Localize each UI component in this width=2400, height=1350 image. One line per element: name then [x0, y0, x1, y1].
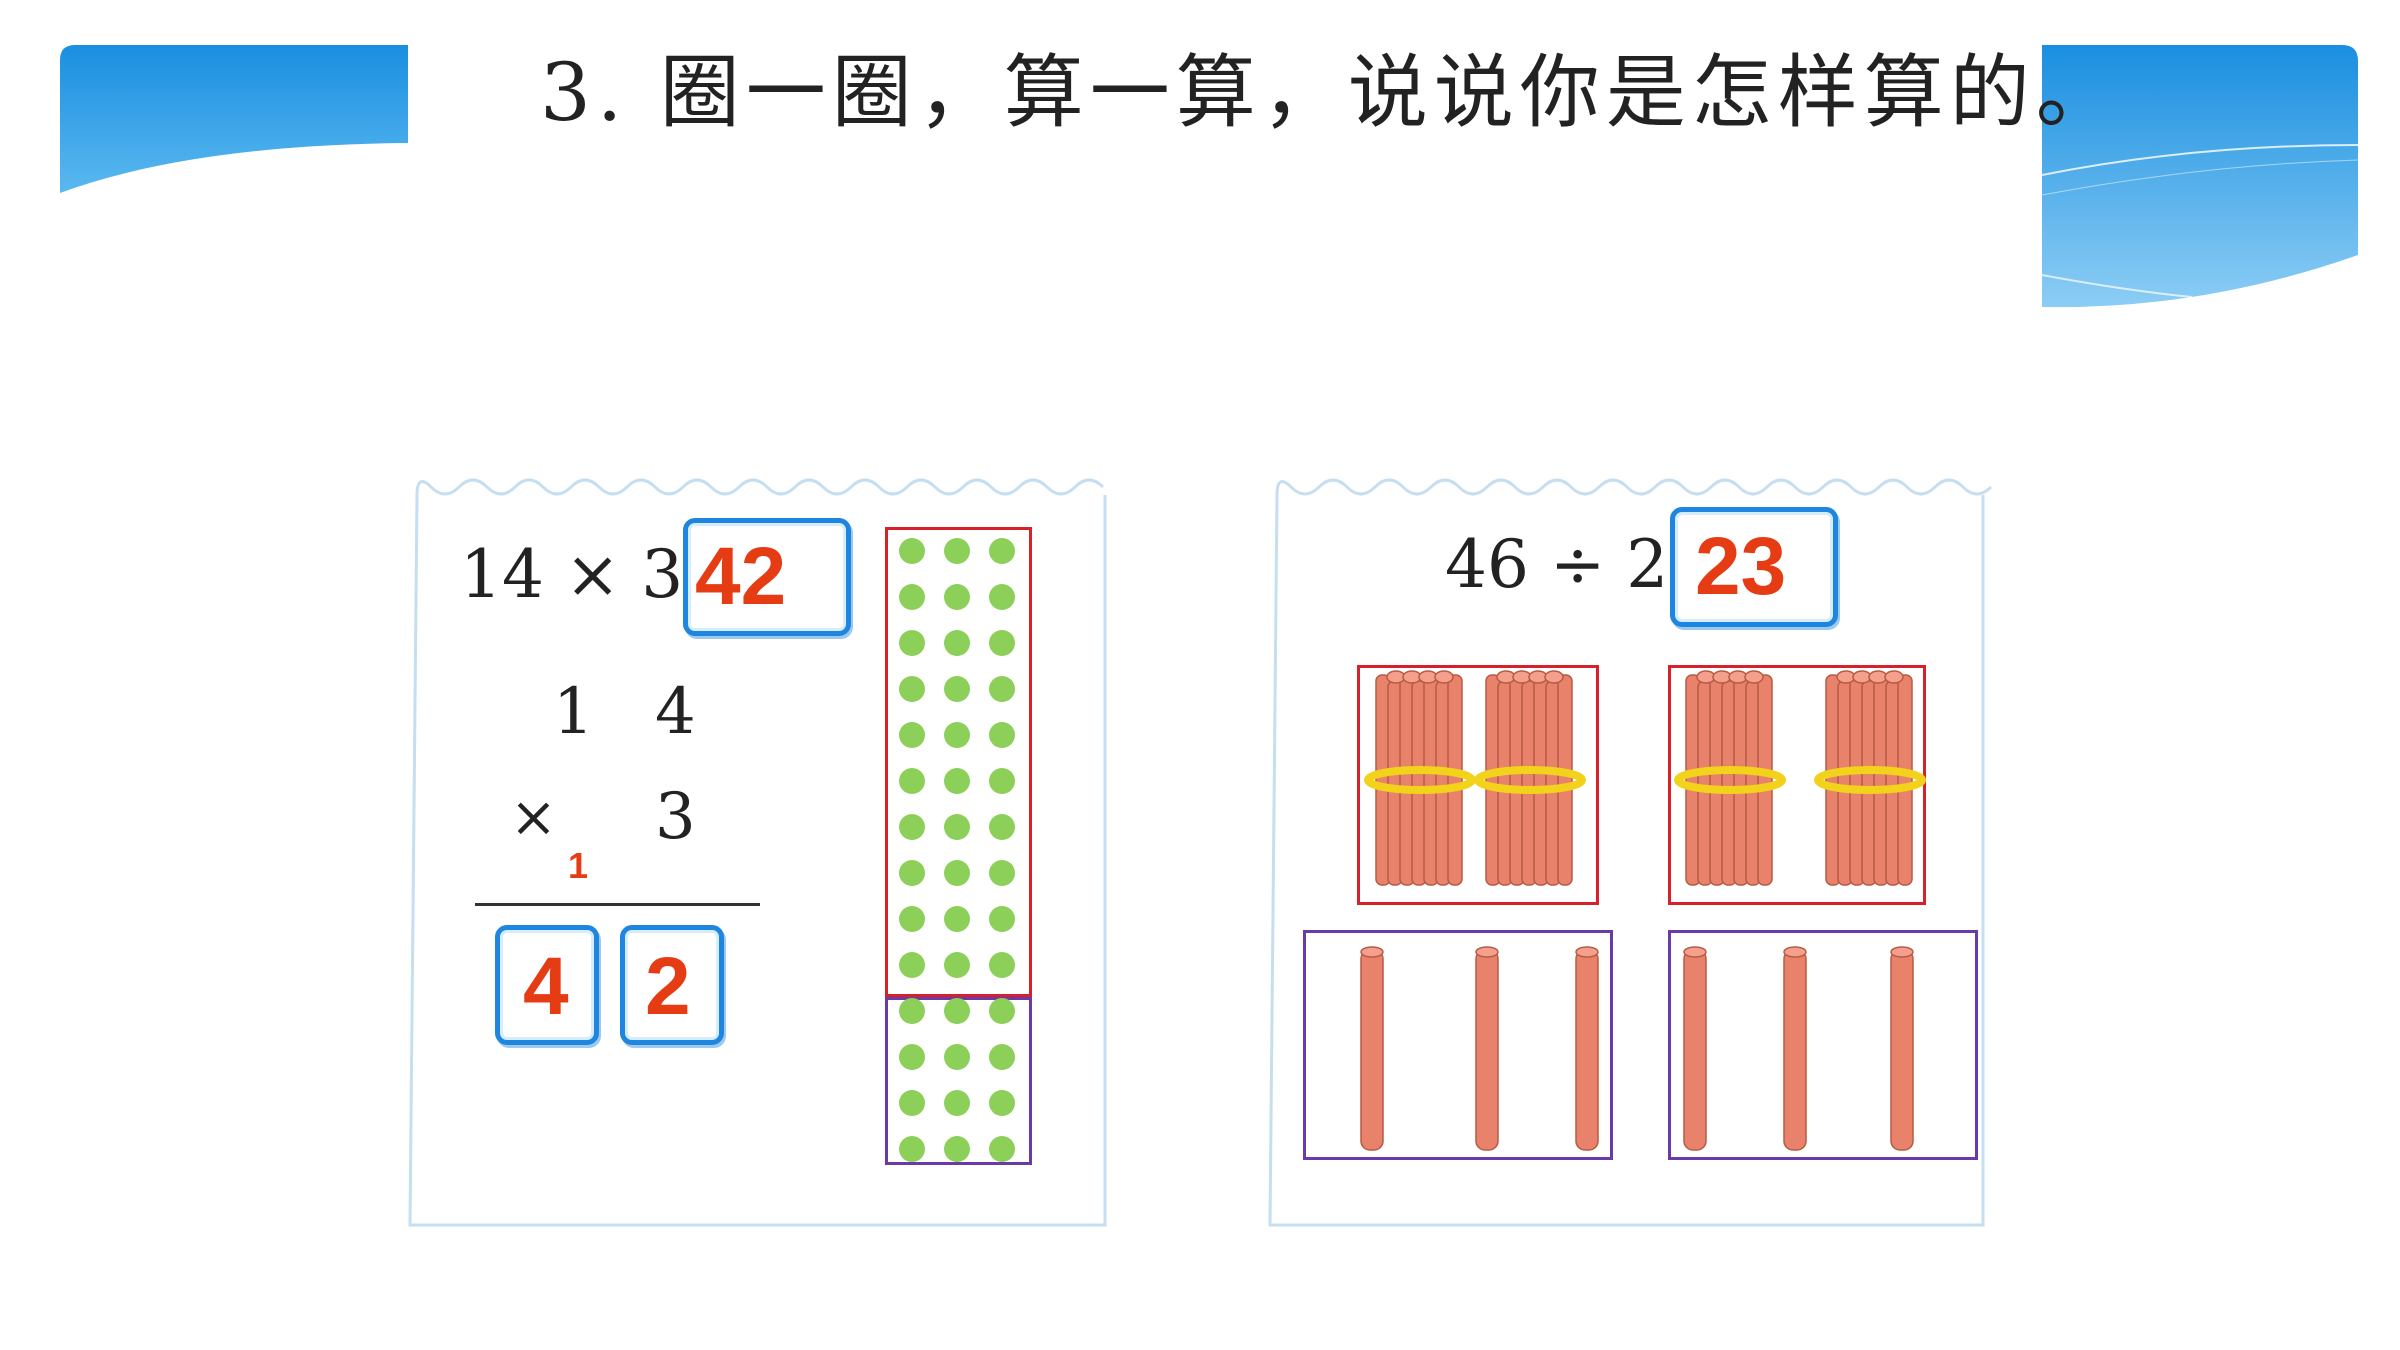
dot: [989, 860, 1015, 886]
dot: [899, 814, 925, 840]
single-stick: [1683, 946, 1707, 1151]
banner-left-decoration: [60, 45, 408, 193]
dot: [944, 906, 970, 932]
division-card: 46 ÷ 2= 23: [1265, 455, 1995, 1235]
dot: [989, 1090, 1015, 1116]
single-stick: [1360, 946, 1384, 1151]
dot: [989, 906, 1015, 932]
dot: [899, 538, 925, 564]
answer-value: 23: [1695, 521, 1787, 612]
vertical-top-tens: 1: [553, 675, 594, 749]
dot: [944, 952, 970, 978]
dot: [944, 538, 970, 564]
single-stick: [1890, 946, 1914, 1151]
dot: [989, 998, 1015, 1024]
dot: [944, 584, 970, 610]
vertical-top-ones: 4: [655, 675, 696, 749]
dot: [899, 906, 925, 932]
dot: [944, 998, 970, 1024]
stick-bundle: [1814, 670, 1926, 886]
dot: [944, 1136, 970, 1162]
vertical-multiplier: 3: [655, 780, 696, 854]
stick-bundle: [1674, 670, 1786, 886]
dot: [944, 630, 970, 656]
sticks-illustration: [1360, 670, 1926, 1151]
vertical-operator: ×: [510, 785, 557, 850]
dot: [899, 676, 925, 702]
carry-digit: 1: [568, 845, 589, 886]
stick-bundle: [1474, 670, 1586, 886]
banner-right-decoration: [2042, 45, 2359, 308]
answer-box[interactable]: [683, 518, 851, 636]
dot: [899, 768, 925, 794]
stick-bundle: [1364, 670, 1476, 886]
dot: [944, 676, 970, 702]
dot: [989, 814, 1015, 840]
result-ones-box[interactable]: [620, 925, 724, 1045]
dot: [944, 860, 970, 886]
dot: [899, 952, 925, 978]
dot-array: [899, 538, 1015, 1162]
dot: [989, 676, 1015, 702]
dot: [989, 584, 1015, 610]
dot: [899, 584, 925, 610]
circled-singles-group-1: [1303, 930, 1613, 1160]
dot: [989, 722, 1015, 748]
result-tens-value: 4: [523, 941, 569, 1032]
single-stick: [1575, 946, 1599, 1151]
dot: [944, 1090, 970, 1116]
dot: [899, 1044, 925, 1070]
dot: [989, 768, 1015, 794]
dot: [944, 722, 970, 748]
multiplication-card: 14 × 3= 42 1 4 × 3 1 4 2: [405, 455, 1115, 1235]
circled-bundles-group-1: [1357, 665, 1599, 905]
dot: [944, 768, 970, 794]
answer-value: 42: [695, 531, 787, 622]
single-stick: [1783, 946, 1807, 1151]
vertical-divider-line: [475, 903, 760, 906]
result-tens-box[interactable]: [495, 925, 599, 1045]
result-ones-value: 2: [645, 941, 691, 1032]
dot: [944, 1044, 970, 1070]
circled-dots-group-red: [885, 527, 1032, 997]
dot: [989, 630, 1015, 656]
dot: [899, 1090, 925, 1116]
dot: [899, 1136, 925, 1162]
circled-bundles-group-2: [1668, 665, 1926, 905]
slide-title: 3. 圈一圈，算一算，说说你是怎样算的。: [540, 46, 2122, 139]
dot: [989, 1044, 1015, 1070]
dot: [899, 998, 925, 1024]
dot: [899, 722, 925, 748]
dot: [899, 860, 925, 886]
dot: [989, 952, 1015, 978]
dot: [899, 630, 925, 656]
dot: [989, 538, 1015, 564]
dot: [944, 814, 970, 840]
dot: [989, 1136, 1015, 1162]
circled-singles-group-2: [1668, 930, 1978, 1160]
answer-box[interactable]: [1670, 507, 1838, 627]
single-stick: [1475, 946, 1499, 1151]
